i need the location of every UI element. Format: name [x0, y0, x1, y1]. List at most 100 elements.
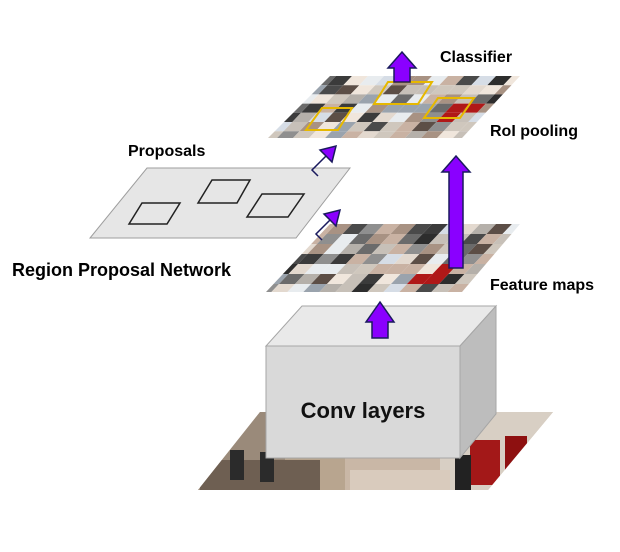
- feature-cell: [340, 112, 366, 122]
- feature-cell: [362, 254, 388, 264]
- feature-cell: [455, 274, 481, 284]
- feature-cell: [430, 85, 456, 95]
- feature-cell: [334, 85, 360, 95]
- feature-cell: [374, 224, 400, 234]
- feature-cell: [389, 94, 415, 104]
- classifier-label: Classifier: [440, 49, 512, 66]
- feature-cell: [311, 274, 337, 284]
- feature-cell: [381, 284, 407, 292]
- feature-cell: [445, 284, 471, 292]
- feature-cell: [269, 284, 295, 292]
- roi-box: [422, 97, 476, 119]
- feature-cell: [448, 264, 474, 274]
- feature-cell: [350, 85, 376, 95]
- feature-cell: [365, 284, 391, 292]
- feature-cell: [330, 254, 356, 264]
- feature-cell: [381, 103, 406, 113]
- feature-cell: [518, 224, 520, 234]
- feature-cell: [510, 85, 520, 95]
- feature-cell: [379, 122, 405, 132]
- feature-cell: [295, 274, 321, 284]
- feature-cell: [486, 224, 512, 234]
- feature-cell: [407, 274, 433, 284]
- feature-cell: [427, 122, 453, 132]
- feature-cell: [443, 122, 469, 132]
- feature-cell: [462, 85, 488, 95]
- feature-cell: [477, 234, 503, 244]
- feature-cell: [388, 112, 414, 122]
- feature-cell: [416, 264, 442, 274]
- feature-cell: [398, 85, 424, 95]
- feature-cell: [422, 224, 448, 234]
- feature-cell: [439, 274, 465, 284]
- feature-cell: [290, 131, 316, 138]
- feature-cell: [406, 224, 432, 234]
- feature-cell: [458, 254, 484, 264]
- feature-cell: [404, 112, 430, 122]
- feature-cell: [371, 244, 397, 254]
- feature-cell: [470, 224, 496, 234]
- feature-cell: [426, 254, 452, 264]
- feature-cell: [429, 284, 455, 292]
- rpn-label: Region Proposal Network: [12, 260, 232, 280]
- feature-cell: [349, 103, 374, 113]
- feature-cell: [339, 244, 365, 254]
- feature-cell: [386, 131, 412, 138]
- feature-cell: [394, 254, 420, 264]
- feature-cell: [461, 234, 487, 244]
- roi-pooling-label: RoI pooling: [490, 123, 578, 140]
- feature-cell: [429, 103, 454, 113]
- feature-cell: [268, 131, 284, 138]
- feature-cell: [356, 112, 382, 122]
- feature-cell: [355, 244, 381, 254]
- feature-cell: [358, 224, 384, 234]
- feature-cell: [283, 122, 309, 132]
- feature-cell: [301, 284, 327, 292]
- feature-cell: [469, 94, 495, 104]
- feature-cell: [434, 131, 460, 138]
- feature-cell: [347, 122, 373, 132]
- roi-box: [372, 81, 434, 105]
- feature-cell: [429, 234, 455, 244]
- feature-cell: [519, 76, 520, 86]
- feature-cell: [285, 284, 311, 292]
- feature-cell: [349, 234, 375, 244]
- feature-cell: [499, 244, 520, 254]
- feature-cell: [357, 94, 383, 104]
- feature-maps-label: Feature maps: [490, 277, 594, 294]
- feature-cell: [471, 76, 496, 86]
- feature-cell: [405, 94, 431, 104]
- feature-cell: [324, 112, 350, 122]
- feature-cell: [452, 112, 478, 122]
- feature-cell: [314, 254, 340, 264]
- feature-cell: [490, 254, 516, 264]
- feature-cell: [343, 76, 368, 86]
- feature-cell: [274, 131, 300, 138]
- feature-cell: [307, 244, 333, 254]
- feature-cell: [315, 122, 341, 132]
- feature-cell: [338, 131, 364, 138]
- feature-cell: [317, 284, 343, 292]
- feature-cell: [323, 244, 349, 254]
- feature-cell: [384, 264, 410, 274]
- feature-cell: [439, 76, 464, 86]
- feature-cell: [509, 234, 520, 244]
- feature-cell: [352, 264, 378, 274]
- roi-pooling-plane: [268, 76, 520, 138]
- proposal-box: [127, 202, 182, 225]
- feature-cell: [419, 244, 445, 254]
- feature-cell: [397, 103, 422, 113]
- feature-cell: [478, 85, 504, 95]
- feature-cell: [423, 274, 449, 284]
- feature-cell: [503, 76, 520, 86]
- feature-cell: [413, 284, 439, 292]
- feature-cell: [292, 112, 318, 122]
- feature-cell: [375, 274, 401, 284]
- feature-cell: [467, 244, 493, 254]
- feature-cell: [320, 264, 346, 274]
- proposals-label: Proposals: [128, 143, 205, 160]
- feature-cell: [400, 264, 426, 274]
- feature-cell: [326, 224, 352, 234]
- feature-cell: [363, 122, 389, 132]
- feature-cell: [373, 94, 399, 104]
